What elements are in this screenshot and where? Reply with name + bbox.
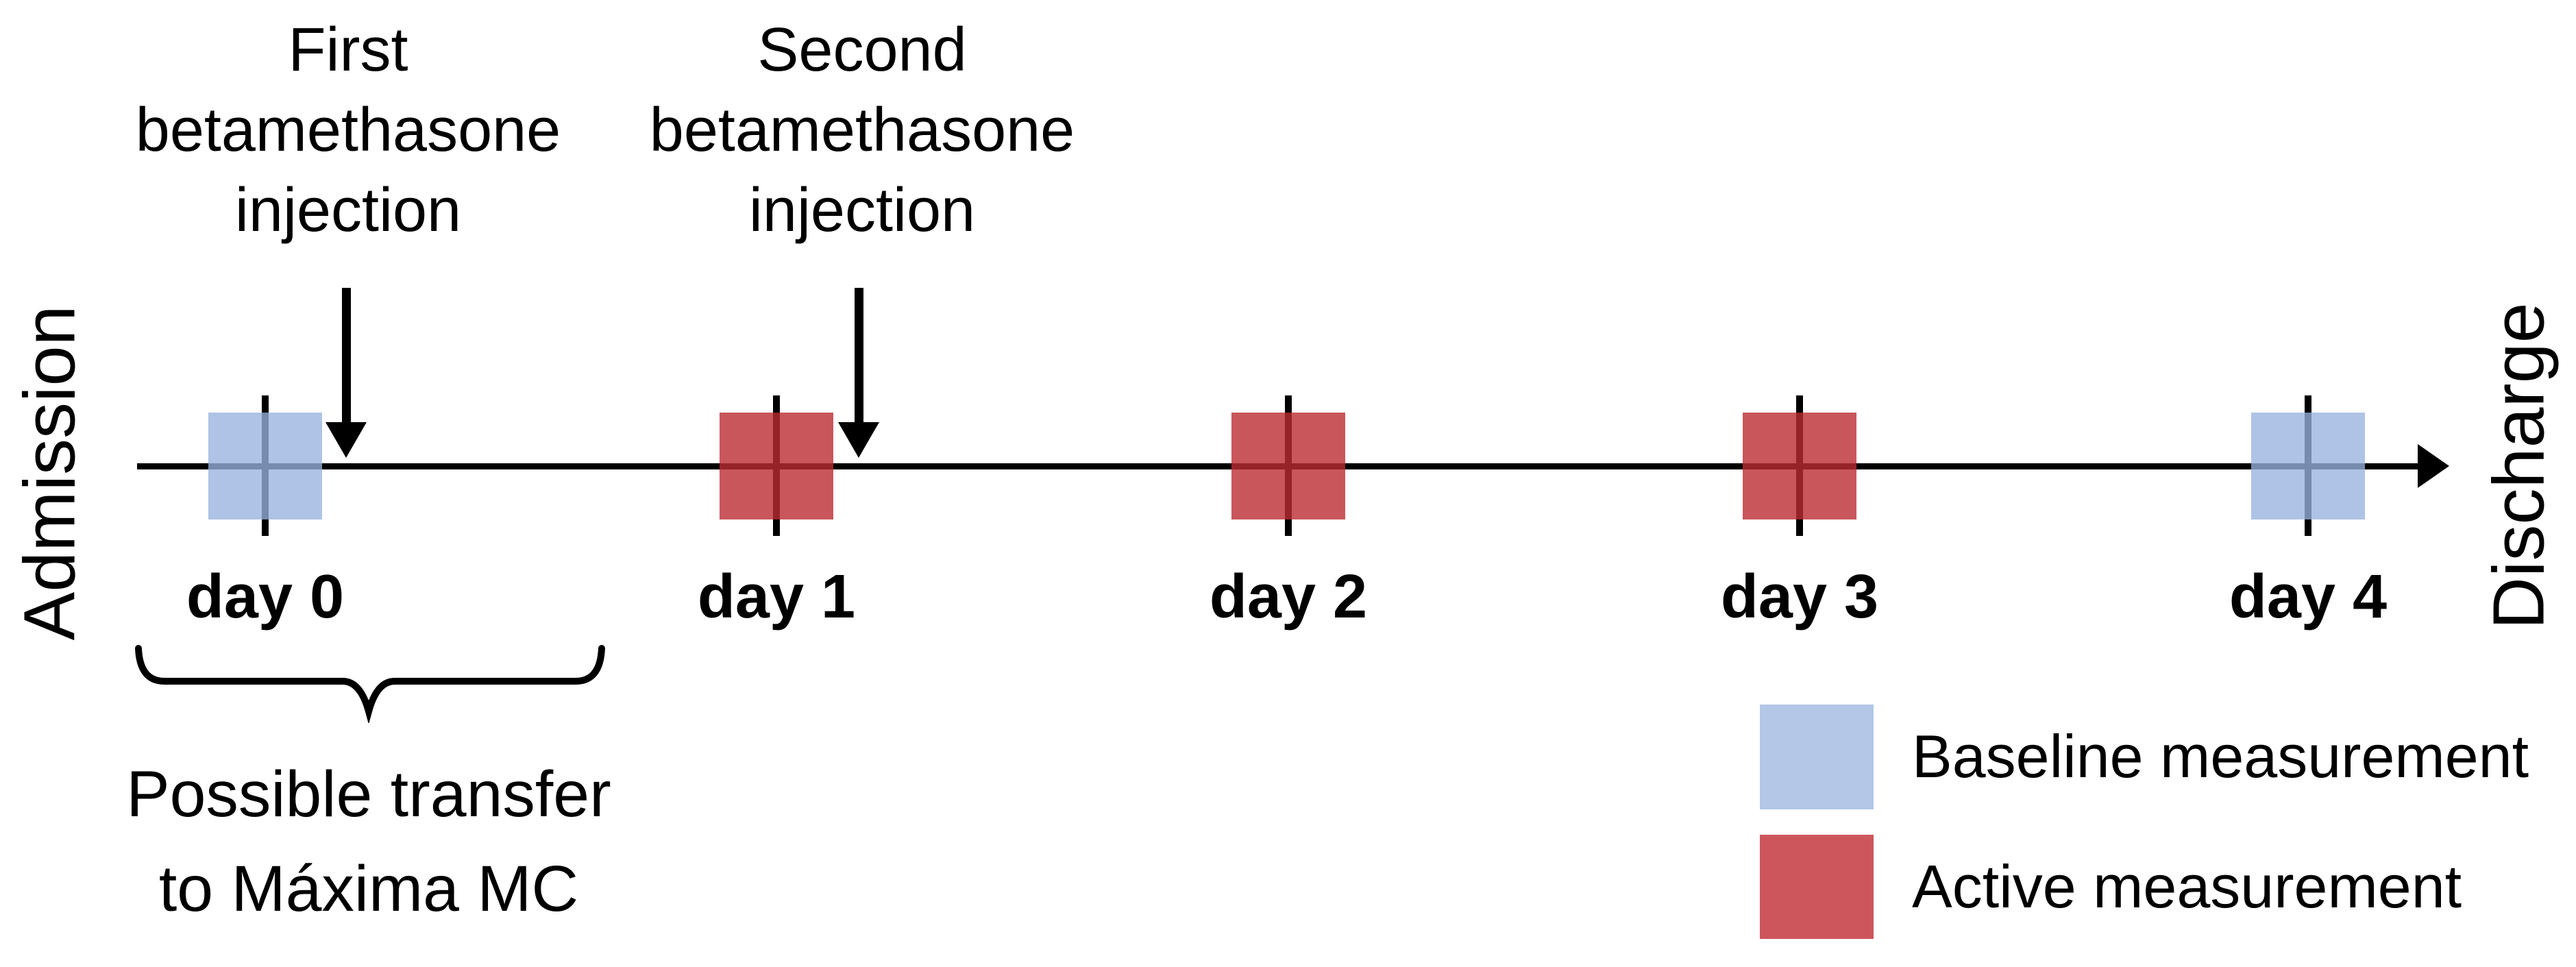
active-measurement-square — [720, 413, 833, 519]
active-measurement-square — [1743, 413, 1856, 519]
annotation-line: First — [288, 16, 408, 84]
discharge-label: Discharge — [2478, 302, 2560, 630]
admission-label: Admission — [9, 305, 90, 641]
second-injection-arrowhead-icon — [838, 422, 879, 458]
legend-active-label: Active measurement — [1912, 853, 2462, 920]
active-measurement-square — [1231, 413, 1345, 519]
legend-baseline-swatch — [1760, 705, 1874, 809]
annotation-line: betamethasone — [135, 96, 561, 164]
second-injection-arrow-icon — [855, 288, 863, 424]
baseline-measurement-square — [208, 413, 322, 519]
transfer-note-line: Possible transfer — [126, 758, 611, 831]
first-injection-arrowhead-icon — [326, 422, 367, 458]
transfer-note-line: to Máxima MC — [158, 853, 579, 925]
day-label: day 1 — [697, 563, 856, 631]
second-injection-annotation: Second betamethasone injection — [650, 10, 1075, 251]
day-label: day 4 — [2229, 563, 2388, 631]
annotation-line: injection — [748, 176, 976, 245]
legend-baseline-label: Baseline measurement — [1912, 722, 2529, 790]
underbrace-icon — [135, 645, 605, 723]
first-injection-arrow-icon — [342, 288, 351, 424]
transfer-note: Possible transfer to Máxima MC — [126, 747, 611, 936]
annotation-line: betamethasone — [649, 96, 1075, 164]
annotation-line: injection — [234, 176, 462, 245]
legend-active-swatch — [1760, 835, 1874, 939]
first-injection-annotation: First betamethasone injection — [136, 10, 561, 251]
baseline-measurement-square — [2251, 413, 2365, 519]
timeline-arrowhead-icon — [2418, 444, 2449, 488]
day-label: day 2 — [1209, 563, 1368, 631]
day-label: day 0 — [186, 563, 345, 631]
annotation-line: Second — [757, 16, 967, 84]
day-label: day 3 — [1720, 563, 1879, 631]
